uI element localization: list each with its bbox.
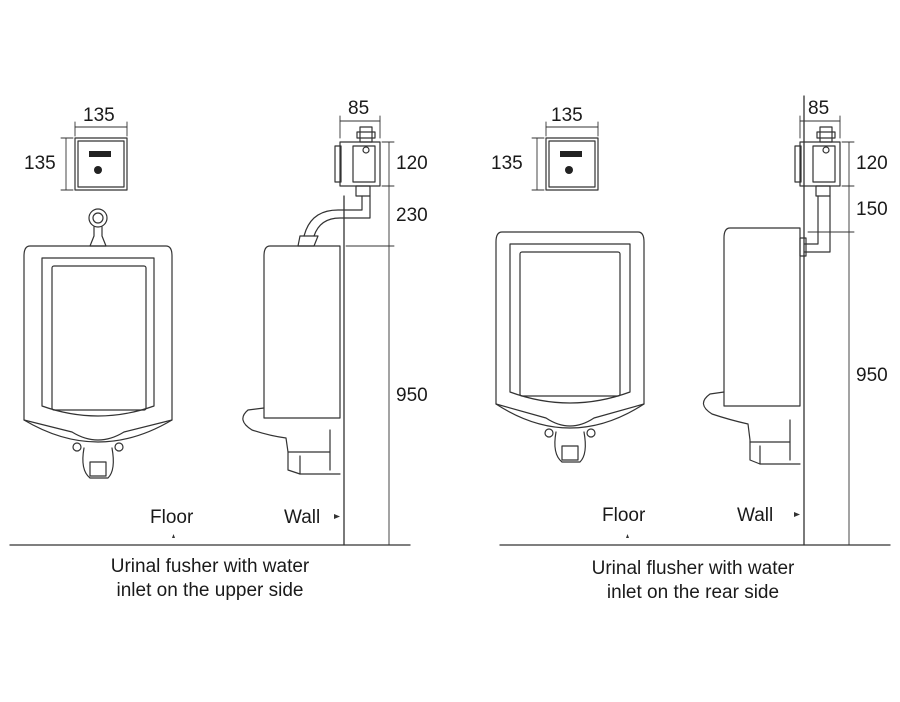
right-sensor-width-label: 135 bbox=[551, 105, 583, 126]
right-caption: Urinal flusher with water inlet on the r… bbox=[540, 557, 846, 605]
right-unit-height-label: 120 bbox=[856, 153, 888, 174]
left-diagram bbox=[9, 115, 411, 546]
left-caption-line2: inlet on the upper side bbox=[116, 580, 304, 601]
left-floor-label: Floor bbox=[150, 507, 194, 528]
left-flusher-side-view bbox=[297, 126, 381, 247]
left-urinal-front-view bbox=[23, 208, 173, 479]
left-unit-dimension-lines bbox=[339, 115, 395, 546]
right-sensor-front-view bbox=[545, 137, 599, 191]
right-wall-arrow bbox=[794, 512, 800, 517]
left-sensor-height-label: 135 bbox=[24, 153, 56, 174]
right-sensor-dimension-lines bbox=[531, 121, 599, 191]
left-mount-height-label: 950 bbox=[396, 385, 428, 406]
right-diagram bbox=[495, 95, 891, 546]
right-floor-label: Floor bbox=[602, 505, 646, 526]
right-flusher-side-view bbox=[794, 126, 841, 257]
right-unit-dimension-lines bbox=[799, 115, 855, 546]
right-caption-line1: Urinal flusher with water bbox=[591, 558, 795, 579]
left-wall-arrow bbox=[334, 514, 340, 519]
left-sensor-front-view bbox=[74, 137, 128, 191]
right-mount-height-label: 950 bbox=[856, 365, 888, 386]
right-unit-width-label: 85 bbox=[808, 98, 830, 119]
left-pipe-drop-label: 230 bbox=[396, 205, 428, 226]
right-wall-label: Wall bbox=[737, 505, 774, 526]
right-urinal-front-view bbox=[495, 231, 645, 463]
left-sensor-width-label: 135 bbox=[83, 105, 115, 126]
left-floor-marker bbox=[172, 534, 175, 538]
left-sensor-dimension-lines bbox=[60, 121, 128, 191]
left-caption-line1: Urinal fusher with water bbox=[110, 556, 310, 577]
left-unit-height-label: 120 bbox=[396, 153, 428, 174]
right-urinal-side-view bbox=[702, 227, 801, 465]
right-sensor-height-label: 135 bbox=[491, 153, 523, 174]
left-unit-width-label: 85 bbox=[348, 98, 370, 119]
left-wall-label: Wall bbox=[284, 507, 321, 528]
right-caption-line2: inlet on the rear side bbox=[606, 582, 780, 603]
right-floor-marker bbox=[626, 534, 629, 538]
left-caption: Urinal fusher with water inlet on the up… bbox=[60, 555, 360, 603]
left-urinal-side-view bbox=[242, 245, 341, 475]
right-pipe-drop-label: 150 bbox=[856, 199, 888, 220]
